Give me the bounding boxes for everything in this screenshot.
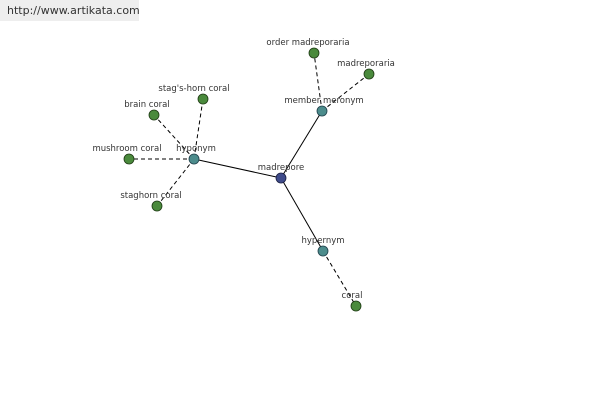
label-hyponym: hyponym [176, 144, 216, 154]
edge-member-meronym-madreporaria [321, 73, 370, 112]
node-brain-coral[interactable] [148, 109, 160, 121]
source-url[interactable]: http://www.artikata.com [0, 0, 140, 21]
relation-edges [193, 110, 324, 252]
node-hyponym[interactable] [188, 153, 200, 165]
label-madrepore: madrepore [258, 163, 305, 173]
edge-madrepore-member-meronym [280, 110, 323, 179]
leaf-edges [129, 52, 370, 307]
leaf-nodes [123, 47, 375, 312]
edge-member-meronym-order-madreporaria [313, 52, 323, 112]
node-coral[interactable] [350, 300, 362, 312]
label-coral: coral [342, 291, 363, 301]
node-madreporaria[interactable] [363, 68, 375, 80]
edge-hyponym-stags-horn-coral [193, 98, 204, 160]
label-mushroom-coral: mushroom coral [92, 144, 161, 154]
relation-nodes [188, 105, 329, 257]
edge-hyponym-brain-coral [153, 114, 195, 160]
label-staghorn-coral: staghorn coral [120, 191, 181, 201]
label-member-meronym: member meronym [284, 96, 363, 106]
node-mushroom-coral[interactable] [123, 153, 135, 165]
node-staghorn-coral[interactable] [151, 200, 163, 212]
edge-hyponym-staghorn-coral [156, 158, 195, 207]
edge-hypernym-coral [322, 250, 357, 307]
label-hypernym: hypernym [301, 236, 344, 246]
label-madreporaria: madreporaria [337, 59, 395, 69]
node-hypernym[interactable] [317, 245, 329, 257]
node-labels: madrepore member meronym hyponym hyperny… [92, 38, 394, 301]
edge-madrepore-hyponym [193, 158, 282, 179]
node-madrepore[interactable] [275, 172, 287, 184]
node-member-meronym[interactable] [316, 105, 328, 117]
node-order-madreporaria[interactable] [308, 47, 320, 59]
edge-madrepore-hypernym [280, 177, 324, 252]
label-stags-horn-coral: stag's-horn coral [158, 84, 229, 94]
node-stags-horn-coral[interactable] [197, 93, 209, 105]
label-order-madreporaria: order madreporaria [266, 38, 349, 48]
label-brain-coral: brain coral [124, 100, 170, 110]
